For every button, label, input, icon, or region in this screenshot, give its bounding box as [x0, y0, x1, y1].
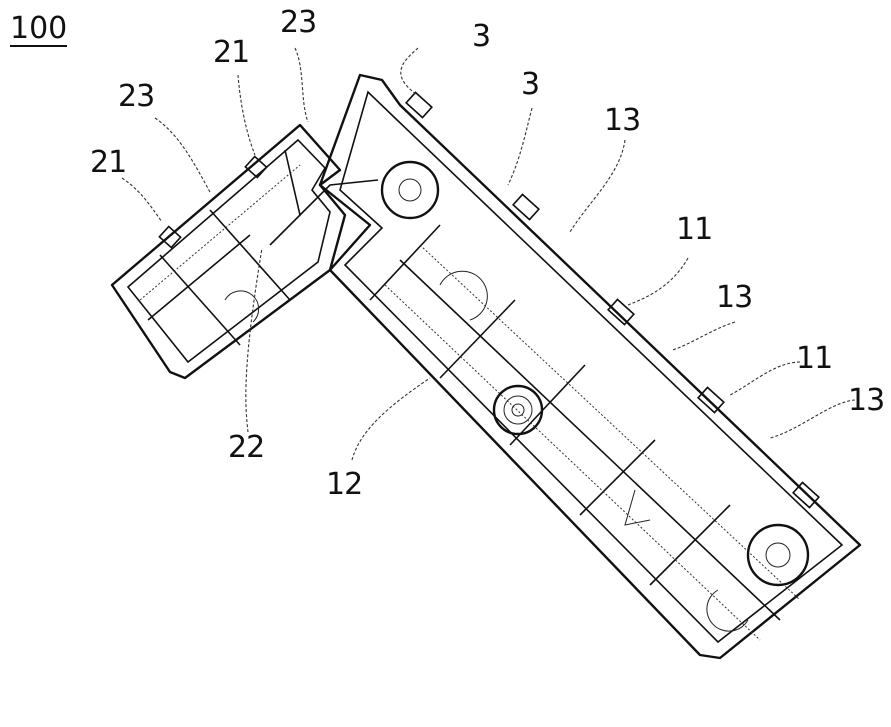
label-22: 22: [228, 430, 265, 465]
side-arm: [110, 123, 347, 380]
bosses: [224, 160, 810, 632]
side-arm-ribs: [139, 164, 301, 346]
label-3-top: 3: [472, 19, 491, 54]
label-3-mid: 3: [521, 67, 540, 102]
leader-lines: [121, 47, 856, 461]
label-23-top: 23: [280, 5, 317, 40]
label-11-lower: 11: [796, 341, 833, 376]
label-12: 12: [326, 467, 363, 502]
figure-number: 100: [10, 11, 68, 47]
y-divider: [269, 149, 379, 246]
label-13-top: 13: [604, 103, 641, 138]
main-arm-ribs: [369, 224, 801, 641]
clips: [158, 91, 820, 509]
label-13-mid: 13: [716, 280, 753, 315]
label-21-upper: 21: [213, 35, 250, 70]
label-21-left: 21: [90, 145, 127, 180]
label-13-lower: 13: [848, 383, 885, 418]
main-arm: [318, 73, 862, 660]
label-23-left: 23: [118, 79, 155, 114]
label-11-upper: 11: [676, 212, 713, 247]
